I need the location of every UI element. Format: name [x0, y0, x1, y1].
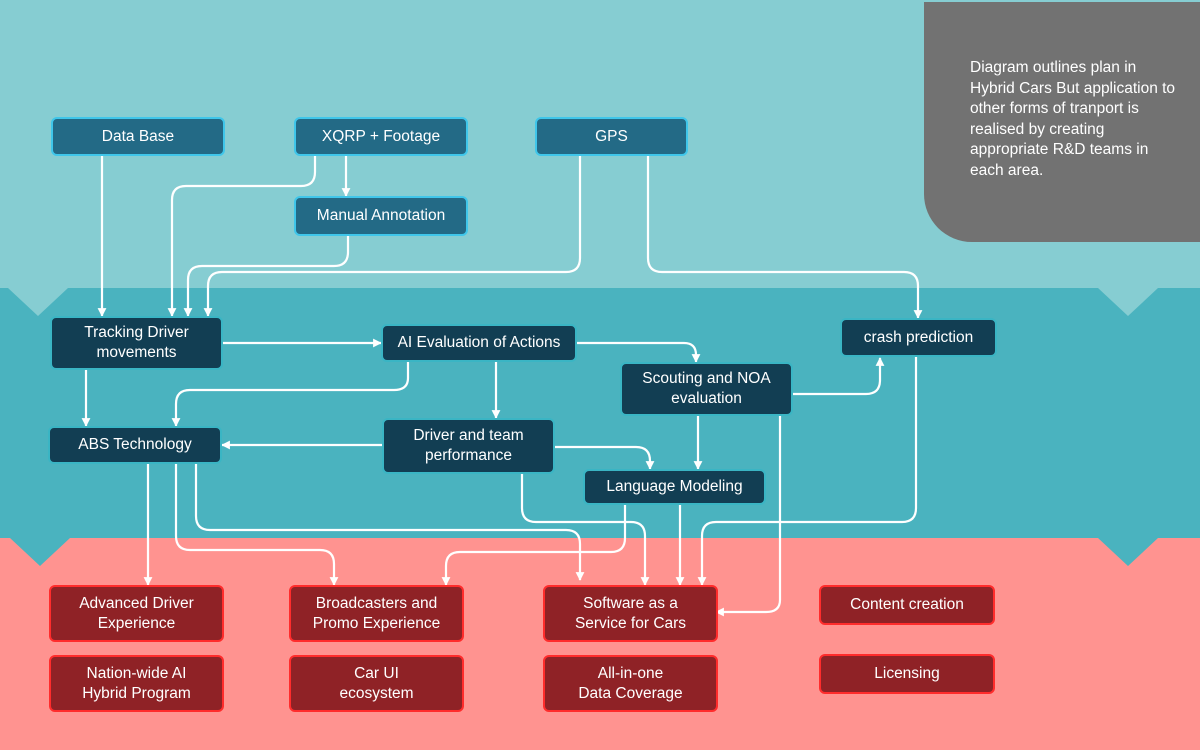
note-text: Diagram outlines plan in Hybrid Cars But… [970, 59, 1176, 179]
node-data-base: Data Base [51, 117, 225, 156]
node-broadcasters-promo: Broadcasters and Promo Experience [289, 585, 464, 642]
node-gps: GPS [535, 117, 688, 156]
node-all-in-one: All-in-one Data Coverage [543, 655, 718, 712]
node-licensing: Licensing [819, 654, 995, 694]
node-scouting-noa: Scouting and NOA evaluation [620, 362, 793, 416]
node-advanced-driver-experience: Advanced Driver Experience [49, 585, 224, 642]
node-crash-prediction: crash prediction [840, 318, 997, 357]
node-content-creation: Content creation [819, 585, 995, 625]
node-car-ui: Car UI ecosystem [289, 655, 464, 712]
note-panel: Diagram outlines plan in Hybrid Cars But… [924, 2, 1200, 242]
node-nationwide-ai: Nation-wide AI Hybrid Program [49, 655, 224, 712]
node-ai-evaluation: AI Evaluation of Actions [381, 324, 577, 362]
node-manual-annotation: Manual Annotation [294, 196, 468, 236]
node-driver-team-performance: Driver and team performance [382, 418, 555, 474]
node-language-modeling: Language Modeling [583, 469, 766, 505]
node-tracking-driver: Tracking Driver movements [50, 316, 223, 370]
bottom-band [0, 538, 1200, 750]
node-software-service: Software as a Service for Cars [543, 585, 718, 642]
node-xqrp-footage: XQRP + Footage [294, 117, 468, 156]
node-abs-technology: ABS Technology [48, 426, 222, 464]
